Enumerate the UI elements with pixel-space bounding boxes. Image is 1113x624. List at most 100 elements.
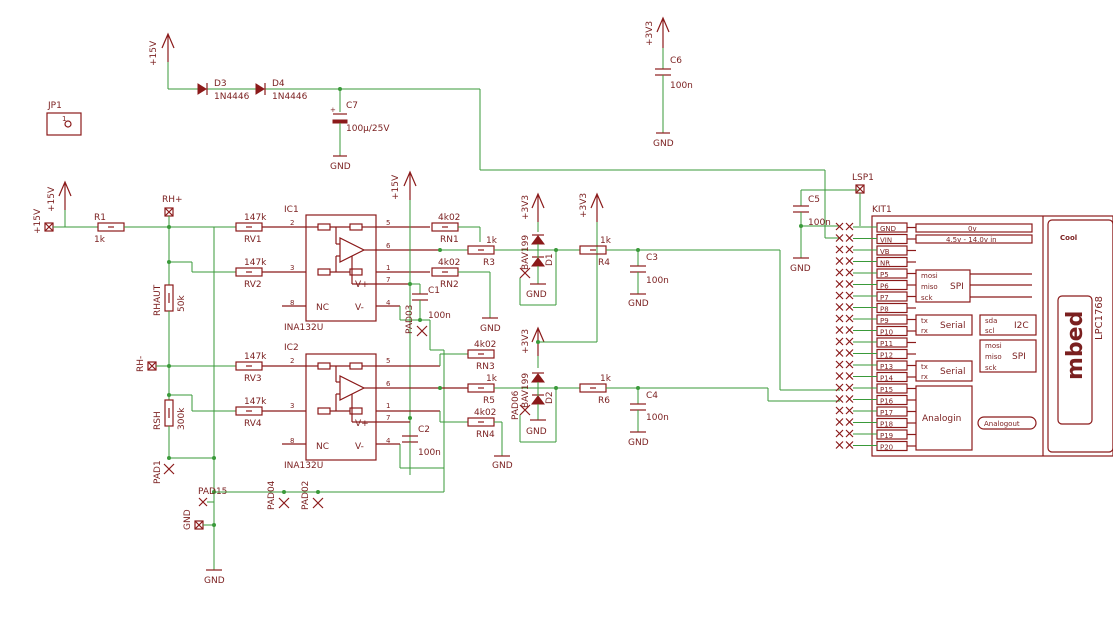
- pin-number: 4: [386, 437, 391, 445]
- ic-label: IC2: [284, 343, 299, 353]
- connector-pad: [845, 291, 854, 300]
- pad-label: PAD03: [405, 305, 415, 334]
- pin-number: 3: [290, 264, 294, 272]
- r4-supply: +3V3: [538, 192, 604, 343]
- resistor-label: RSH: [153, 411, 163, 430]
- connector-pad: [845, 222, 854, 231]
- svg-text:1: 1: [62, 115, 66, 123]
- pin-number: 1: [386, 264, 390, 272]
- pin-number: 3: [290, 402, 294, 410]
- mbed-connector: [835, 222, 877, 449]
- gain-network: 4k02 RN1 4k02 RN2 GND 1k R3 4k02 RN3 1k …: [431, 213, 580, 471]
- connector-pad: [835, 257, 844, 265]
- connector-pad: [835, 268, 844, 277]
- mbed-pin-list: GNDVINVBNRP5P6P7P8P9P10P11P12P13P14P15P1…: [876, 222, 916, 452]
- pad-label: PAD04: [267, 480, 277, 510]
- pad-label: PAD15: [198, 487, 227, 497]
- mbed-pin-label: P15: [880, 386, 893, 394]
- gnd-label: GND: [526, 290, 547, 300]
- mbed-pin-label: P13: [880, 363, 893, 371]
- diode-label: D1: [545, 253, 555, 266]
- pad-label: PAD02: [301, 481, 311, 510]
- spi-label: SPI: [950, 282, 964, 292]
- pin-number: 2: [290, 357, 294, 365]
- cap-value: 100n: [418, 448, 441, 458]
- connector-pad: [835, 441, 844, 449]
- jumper-label: JP1: [47, 101, 62, 111]
- center-supply: +15V C1 100n PAD03 C2 100n: [391, 170, 451, 492]
- mbed-pin-label: NR: [880, 260, 890, 268]
- pin-number: 7: [386, 414, 390, 422]
- resistor-label: RHAUT: [153, 284, 163, 316]
- mbed-pin-label: P7: [880, 294, 889, 302]
- resistor-value: 147k: [244, 397, 267, 407]
- spi-sck: sck: [921, 294, 933, 302]
- cap-value: 100n: [646, 276, 669, 286]
- mbed-pin-label: VB: [880, 248, 890, 256]
- i2c-sda: sda: [985, 317, 997, 325]
- resistor-label: R5: [483, 396, 495, 406]
- resistor-label: RN4: [476, 430, 495, 440]
- gnd-label: GND: [330, 162, 351, 172]
- vminus-label: V-: [355, 442, 364, 452]
- spi2-label: SPI: [1012, 352, 1026, 362]
- brand-logo: mbed: [1063, 311, 1088, 380]
- resistor-value: 1k: [600, 374, 612, 384]
- connector-pad: [845, 257, 854, 265]
- pin-number: 2: [290, 219, 294, 227]
- cap-label: C5: [808, 195, 820, 205]
- connector-pad: [845, 418, 854, 426]
- gnd-label: GND: [204, 576, 225, 586]
- resistor-label: R1: [94, 213, 106, 223]
- supply-label: +15V: [47, 186, 57, 212]
- connector-pad: [835, 360, 844, 369]
- connector-pad: [845, 349, 854, 357]
- pin-number: 5: [386, 357, 390, 365]
- spi2-mosi: mosi: [985, 342, 1002, 350]
- cap-value: 100n: [670, 81, 693, 91]
- cap-label: C4: [646, 391, 658, 401]
- resistor-label: RV3: [244, 374, 262, 384]
- diode-label: D2: [545, 391, 555, 404]
- resistor-label: RN1: [440, 235, 459, 245]
- supply-label: +3V3: [579, 193, 589, 218]
- connector-pad: [835, 429, 844, 438]
- connector-pad: [835, 303, 844, 311]
- pad-label: LSP1: [852, 173, 874, 183]
- chip-logo: LPC1768: [1094, 296, 1105, 340]
- pad-label: PAD06: [511, 390, 521, 420]
- connector-pad: [835, 372, 844, 380]
- gnd-label: GND: [526, 427, 547, 437]
- connector-pad: [835, 406, 844, 415]
- mbed-pin-label: P17: [880, 409, 893, 417]
- ic-value: INA132U: [284, 461, 323, 471]
- serial-label: Serial: [940, 321, 965, 331]
- supply-label: +3V3: [521, 329, 531, 354]
- mbed-pin-label: P8: [880, 306, 889, 314]
- pin-number: 6: [386, 380, 391, 388]
- mbed-pin-label: P5: [880, 271, 889, 279]
- resistor-value: 4k02: [438, 258, 460, 268]
- connector-pad: [835, 234, 844, 242]
- connector-pad: [845, 395, 854, 403]
- mbed-pin-label: P10: [880, 329, 893, 337]
- resistor-value: 1k: [486, 236, 498, 246]
- connector-pad: [845, 234, 854, 242]
- resistor-value: 147k: [244, 213, 267, 223]
- diode-value: 1N4446: [214, 92, 250, 102]
- i2c-label: I2C: [1014, 321, 1029, 331]
- diode-label: D3: [214, 79, 227, 89]
- gnd-label: GND: [790, 264, 811, 274]
- cap-label: C7: [346, 101, 358, 111]
- ic1-amplifier: 147k RV1 147k RV2 IC1 INA132U 2 3 8 5 6 …: [235, 205, 440, 333]
- cap-value: 100n: [808, 218, 831, 228]
- pin-number: 8: [290, 437, 294, 445]
- spi2-miso: miso: [985, 353, 1002, 361]
- vplus-label: V+: [355, 419, 369, 429]
- mbed-module: KIT1 GNDVINVBNRP5P6P7P8P9P10P11P12P13P14…: [835, 205, 1113, 457]
- resistor-value: 300k: [177, 407, 187, 430]
- serial-rx: rx: [921, 327, 928, 335]
- resistor-value: 4k02: [474, 340, 496, 350]
- resistor-label: RV1: [244, 235, 262, 245]
- clamp-d2: +3V3 GND BAV199 D2: [519, 326, 557, 443]
